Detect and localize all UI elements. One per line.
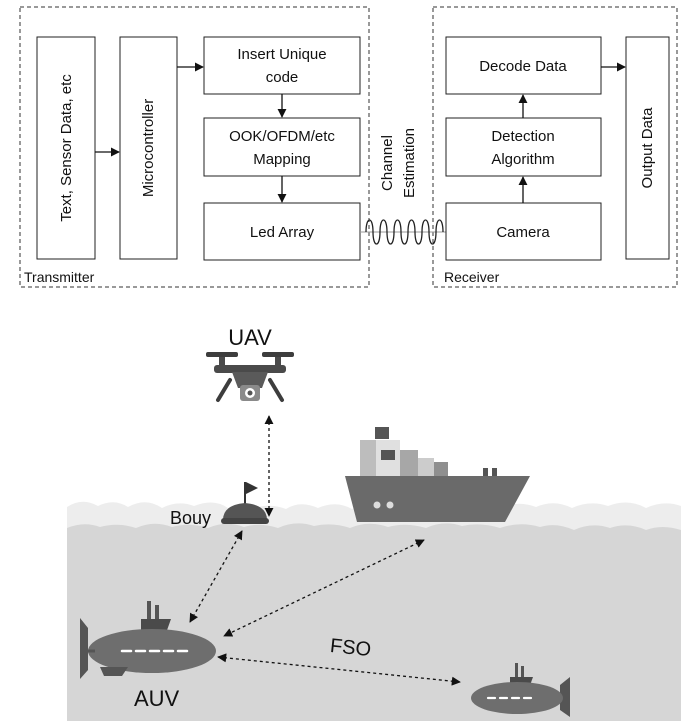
detection-box: Detection Algorithm	[445, 117, 602, 177]
block-diagram: Text, Sensor Data, etc Microcontroller I…	[19, 6, 678, 288]
mapping-box: OOK/OFDM/etc Mapping	[203, 117, 361, 177]
microcontroller-label: Microcontroller	[140, 99, 157, 197]
detection-line2: Algorithm	[491, 151, 554, 168]
fso-label: FSO	[329, 635, 372, 661]
output-box: Output Data	[625, 36, 670, 260]
uav-icon	[206, 352, 294, 402]
camera-label: Camera	[496, 224, 550, 241]
ship-icon	[345, 427, 530, 522]
transmitter-section-label: Transmitter	[24, 269, 95, 285]
submarine-icon	[471, 663, 570, 717]
link-ship-auv	[223, 539, 425, 637]
receiver-frame	[432, 6, 678, 288]
channel-label-line2: Estimation	[401, 128, 418, 198]
scene: UAV Bouy	[67, 325, 681, 721]
microcontroller-box: Microcontroller	[119, 36, 178, 260]
led-array-box: Led Array	[203, 202, 361, 261]
mapping-line2: Mapping	[253, 151, 311, 168]
bouy-icon	[221, 482, 269, 524]
auv-icon	[80, 601, 216, 679]
camera-box: Camera	[445, 202, 602, 261]
auv-label: AUV	[134, 686, 180, 711]
insert-code-box: Insert Unique code	[203, 36, 361, 95]
output-label: Output Data	[639, 107, 656, 189]
decode-label: Decode Data	[479, 58, 567, 75]
link-auv-sub	[217, 653, 461, 686]
input-label: Text, Sensor Data, etc	[58, 74, 75, 222]
uav-label: UAV	[228, 325, 272, 350]
channel-label-line1: Channel	[379, 135, 396, 191]
mapping-line1: OOK/OFDM/etc	[229, 128, 335, 145]
receiver-section-label: Receiver	[444, 269, 500, 285]
channel-coil	[365, 219, 444, 245]
bouy-label: Bouy	[170, 508, 211, 528]
input-box: Text, Sensor Data, etc	[36, 36, 96, 260]
insert-code-line2: code	[266, 69, 299, 86]
insert-code-line1: Insert Unique	[237, 46, 326, 63]
led-array-label: Led Array	[250, 224, 315, 241]
decode-box: Decode Data	[445, 36, 602, 95]
detection-line1: Detection	[491, 128, 554, 145]
